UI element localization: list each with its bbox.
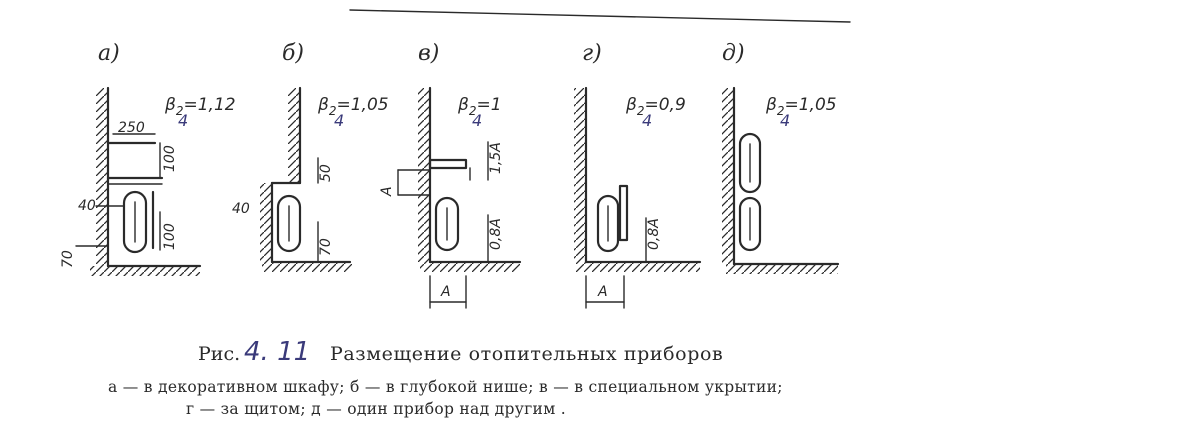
dim-100-top: 100 (162, 145, 178, 172)
beta-label-b: β2=1,05 (317, 95, 389, 118)
dim-70: 70 (60, 250, 76, 268)
beta-label-d: β2=1,05 (765, 95, 837, 118)
radiator (276, 194, 302, 253)
dim-1-5A: 1,5A (488, 142, 504, 174)
pen-mark-b: 4 (334, 111, 344, 130)
cover-shelf (428, 158, 468, 170)
dim-0-8A: 0,8A (488, 218, 504, 250)
caption-prefix: Рис. (198, 343, 240, 365)
floor-hatch (262, 262, 352, 272)
dim-250: 250 (118, 120, 145, 136)
pen-mark-a: 4 (178, 111, 188, 130)
caption-line-1: а — в декоративном шкафу; б — в глубокой… (108, 378, 783, 396)
dim-0-8A: 0,8A (646, 218, 662, 250)
caption-number: 4. 11 (244, 337, 310, 367)
caption-title: Размещение отопительных приборов (330, 343, 723, 365)
wall-hatch (574, 88, 586, 262)
variant-a: а) 250 100 100 40 70 β2=1,12 4 (60, 41, 236, 276)
dim-40: 40 (78, 198, 96, 214)
beta-label-a: β2=1,12 (164, 95, 236, 118)
niche-hatch (260, 183, 272, 262)
shield (618, 184, 629, 242)
wall-upper-hatch (288, 88, 300, 183)
floor-hatch (726, 264, 838, 274)
radiator (122, 190, 148, 254)
variant-g-letter: г) (582, 41, 602, 66)
beta-label-g: β2=0,9 (625, 95, 686, 118)
dim-A-bottom: A (597, 284, 608, 300)
wall-hatch (96, 88, 108, 266)
floor-hatch (90, 266, 200, 276)
variant-v: в) A 1,5A 0,8A A β2=1 4 (379, 41, 522, 309)
pen-mark-d: 4 (780, 111, 790, 130)
dim-70: 70 (318, 238, 334, 256)
variant-a-letter: а) (98, 41, 120, 66)
variant-d-letter: д) (722, 41, 745, 66)
dim-A-side: A (379, 186, 395, 197)
variant-d: д) β2=1,05 4 (722, 41, 840, 274)
pen-mark-v: 4 (472, 111, 482, 130)
dim-A-bottom: A (440, 284, 451, 300)
dim-50: 50 (318, 164, 334, 182)
wall-hatch (722, 88, 734, 264)
pen-mark-g: 4 (642, 111, 652, 130)
radiator (596, 194, 620, 253)
radiator-upper (738, 132, 762, 194)
dim-40: 40 (232, 201, 250, 217)
radiator-lower (738, 196, 762, 252)
variant-v-letter: в) (418, 41, 439, 66)
variant-g: г) 0,8A A β2=0,9 4 (574, 41, 702, 309)
caption: Рис. 4. 11 Размещение отопительных прибо… (108, 337, 783, 418)
floor-hatch (420, 262, 520, 272)
dim-100-bottom: 100 (162, 223, 178, 250)
wall-hatch (418, 88, 430, 262)
variant-b-letter: б) (282, 41, 304, 66)
caption-line-2: г — за щитом; д — один прибор над другим… (186, 400, 566, 418)
floor-hatch (576, 262, 700, 272)
beta-label-v: β2=1 (457, 95, 502, 118)
variant-b: б) 50 70 40 β2=1,05 4 (232, 41, 389, 272)
scan-edge-line (349, 9, 851, 23)
radiator (434, 196, 460, 252)
